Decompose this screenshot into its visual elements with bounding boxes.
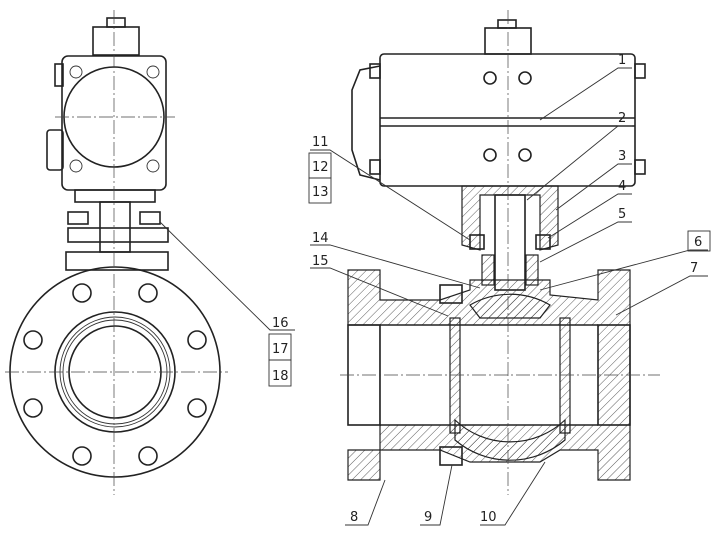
label-13: 13	[312, 185, 329, 200]
stem-bracket	[99, 201, 131, 253]
label-1: 1	[618, 53, 626, 68]
label-14: 14	[312, 231, 329, 246]
label-17: 17	[272, 342, 289, 357]
pneumatic-actuator	[379, 53, 636, 187]
label-15: 15	[312, 254, 329, 269]
section-view	[340, 10, 660, 495]
label-4: 4	[618, 179, 626, 194]
label-11: 11	[312, 135, 329, 150]
label-2: 2	[618, 111, 626, 126]
label-18: 18	[272, 369, 289, 384]
label-9: 9	[424, 510, 432, 525]
mounting-bracket	[461, 185, 559, 251]
seat-left	[449, 317, 461, 434]
label-10: 10	[480, 510, 497, 525]
bolt-holes	[23, 283, 207, 466]
valve-stem	[494, 194, 526, 291]
seat-right	[559, 317, 571, 434]
label-7: 7	[690, 261, 698, 276]
label-8: 8	[350, 510, 358, 525]
label-3: 3	[618, 149, 626, 164]
label-16: 16	[272, 316, 289, 331]
side-view	[5, 10, 228, 495]
actuator-top-drive	[92, 26, 140, 56]
label-5: 5	[618, 207, 626, 222]
leader-lines	[159, 67, 708, 526]
label-12: 12	[312, 160, 329, 175]
part-labels: 1 2 3 4 5 6 7 8 9 10 11 12 13 14 15 16 1…	[268, 53, 711, 525]
label-6: 6	[694, 235, 702, 250]
